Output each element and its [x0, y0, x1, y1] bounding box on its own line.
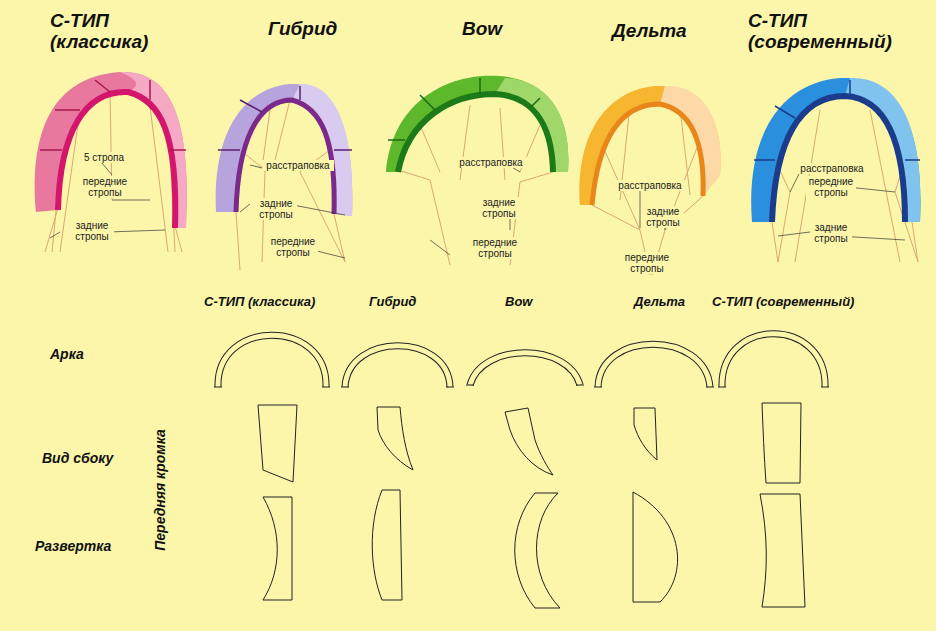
part-label: передние стропы — [80, 176, 130, 198]
column-header: С-ТИП (современный) — [712, 294, 854, 309]
kite-title: Дельта — [612, 20, 687, 41]
kite-title: С-ТИП (классика) — [50, 10, 180, 52]
kite-title: С-ТИП (современный) — [748, 10, 933, 52]
column-header: Bow — [505, 294, 532, 309]
part-label: задние стропы — [70, 220, 114, 242]
part-label: расстраповка — [455, 157, 527, 168]
part-label: расстраповка — [796, 163, 868, 174]
part-label: расстраповка — [614, 180, 686, 191]
part-label: задние стропы — [255, 198, 297, 220]
part-label: расстраповка — [262, 160, 334, 171]
kite-title: Гибрид — [268, 18, 337, 39]
part-label: передние стропы — [470, 237, 520, 259]
column-header: Дельта — [634, 294, 685, 309]
part-label: задние стропы — [810, 222, 852, 244]
part-label: 5 стропа — [78, 152, 130, 163]
part-label: задние стропы — [478, 197, 520, 219]
row-label: Арка — [50, 346, 84, 362]
axis-label: Передняя кромка — [152, 429, 168, 550]
part-label: передние стропы — [268, 236, 318, 258]
column-header: С-ТИП (классика) — [204, 294, 315, 309]
row-label: Вид сбоку — [42, 450, 113, 466]
part-label: передние стропы — [622, 252, 672, 274]
kite-title: Bow — [462, 18, 502, 39]
part-label: задние стропы — [642, 206, 684, 228]
part-label: передние стропы — [806, 176, 856, 198]
row-label: Развертка — [35, 538, 111, 554]
column-header: Гибрид — [369, 294, 416, 309]
